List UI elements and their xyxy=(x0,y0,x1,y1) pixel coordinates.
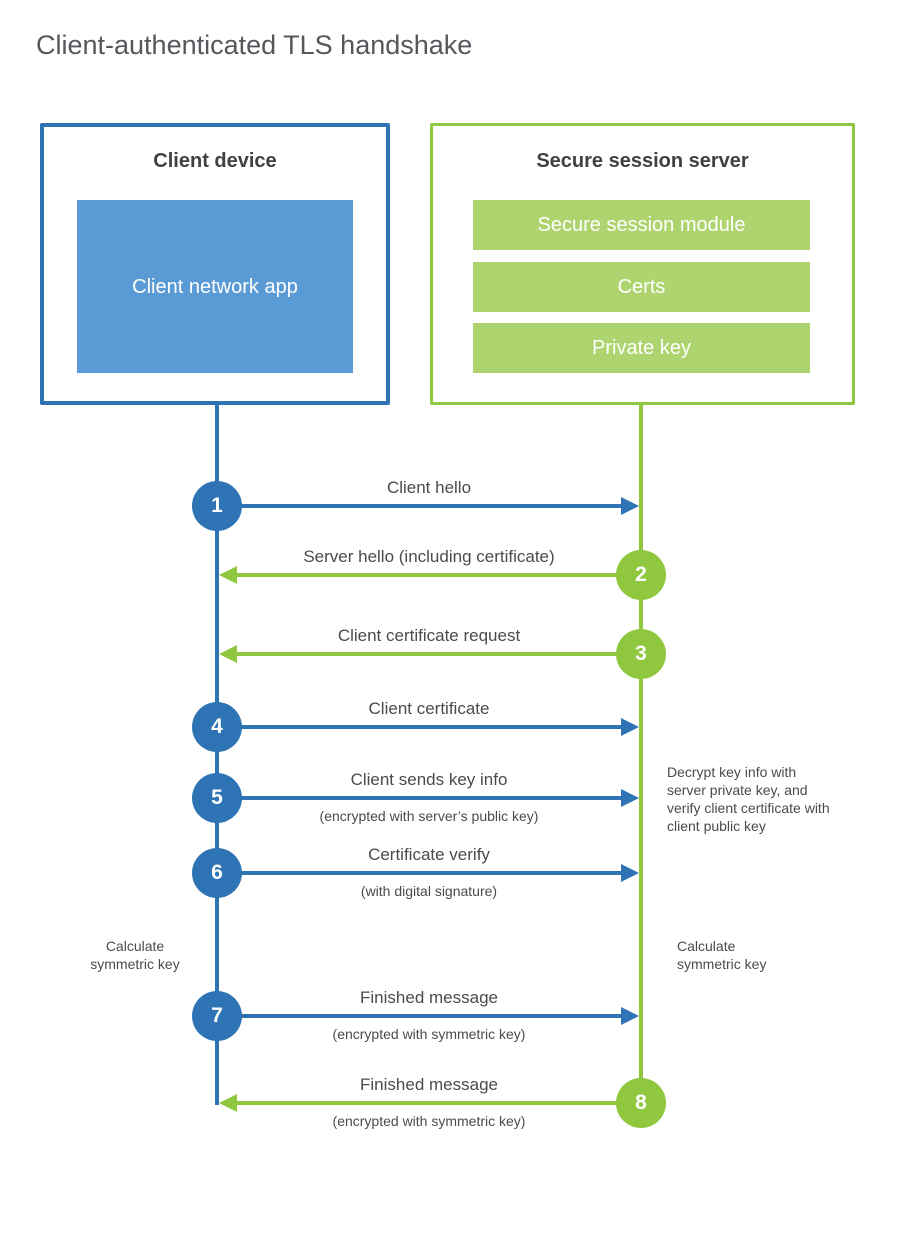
arrow-shaft xyxy=(240,871,621,875)
step-label: Client sends key info xyxy=(350,770,508,789)
step-label: Client hello xyxy=(386,478,472,497)
client-network-app-label: Client network app xyxy=(132,275,298,298)
step-label: Finished message xyxy=(360,988,498,1007)
step-label: Certificate verify xyxy=(368,845,490,864)
secure-session-server-title: Secure session server xyxy=(536,150,749,172)
step-sublabel: (encrypted with server’s public key) xyxy=(319,808,539,824)
arrow-shaft xyxy=(237,1101,617,1105)
step-number-badge: 4 xyxy=(192,702,242,752)
arrow-head-right-icon xyxy=(621,864,639,882)
step-number-badge: 6 xyxy=(192,848,242,898)
arrow-head-right-icon xyxy=(621,789,639,807)
arrow-head-right-icon xyxy=(621,718,639,736)
client-lifeline xyxy=(215,405,219,1105)
calculate-symmetric-key-client-note: Calculate symmetric key xyxy=(90,938,180,972)
step-number-badge: 1 xyxy=(192,481,242,531)
step-label: Client certificate request xyxy=(337,626,521,645)
step-label: Server hello (including certificate) xyxy=(303,547,555,566)
step-sublabel: (encrypted with symmetric key) xyxy=(332,1026,526,1042)
step-sublabel: (encrypted with symmetric key) xyxy=(332,1113,526,1129)
server-lifeline xyxy=(639,405,643,1104)
server-module-secure-session-module: Secure session module xyxy=(473,200,810,250)
server-module-private-key: Private key xyxy=(473,323,810,373)
arrow-shaft xyxy=(237,652,617,656)
arrow-shaft xyxy=(240,1014,621,1018)
step-label: Client certificate xyxy=(368,699,490,718)
page-title: Client-authenticated TLS handshake xyxy=(36,30,473,60)
arrow-shaft xyxy=(240,504,621,508)
arrow-head-left-icon xyxy=(219,1094,237,1112)
arrow-head-left-icon xyxy=(219,645,237,663)
arrow-shaft xyxy=(240,725,621,729)
arrow-head-right-icon xyxy=(621,497,639,515)
step-number-badge: 2 xyxy=(616,550,666,600)
step-number-badge: 5 xyxy=(192,773,242,823)
arrow-shaft xyxy=(240,796,621,800)
client-network-app-box: Client network app xyxy=(77,200,353,373)
calculate-symmetric-key-server-note: Calculate symmetric key xyxy=(677,938,767,972)
step-number-badge: 3 xyxy=(616,629,666,679)
step-number-badge: 7 xyxy=(192,991,242,1041)
arrow-shaft xyxy=(237,573,617,577)
arrow-head-left-icon xyxy=(219,566,237,584)
step-sublabel: (with digital signature) xyxy=(360,883,498,899)
step-number-badge: 8 xyxy=(616,1078,666,1128)
decrypt-key-note: Decrypt key info with server private key… xyxy=(667,764,830,834)
arrow-head-right-icon xyxy=(621,1007,639,1025)
client-device-title: Client device xyxy=(153,150,277,172)
server-module-certs: Certs xyxy=(473,262,810,312)
step-label: Finished message xyxy=(360,1075,498,1094)
